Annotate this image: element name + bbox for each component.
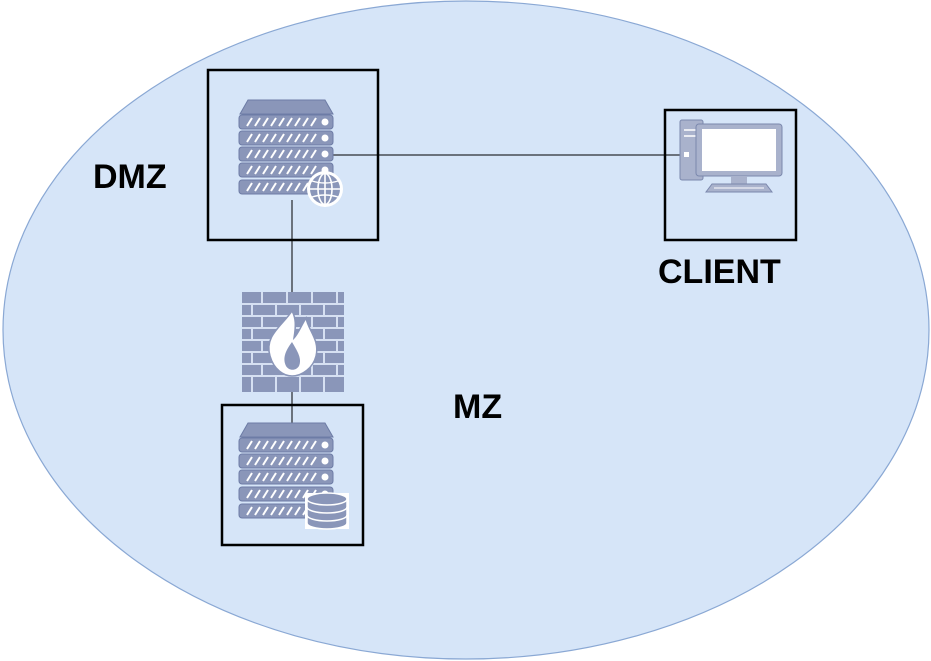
flame-icon: [268, 309, 318, 377]
client-box: [663, 108, 798, 242]
desktop-computer-icon: [679, 119, 783, 193]
mz-label: MZ: [453, 388, 503, 426]
globe-icon: [307, 171, 343, 207]
database-icon: [305, 492, 349, 530]
dmz-label: DMZ: [93, 158, 167, 196]
dmz-box: [206, 68, 380, 242]
web-server-icon: [238, 99, 343, 207]
mz-box: [220, 403, 365, 547]
client-label: CLIENT: [658, 253, 781, 291]
database-server-icon: [238, 422, 349, 530]
firewall-icon: [242, 292, 344, 392]
